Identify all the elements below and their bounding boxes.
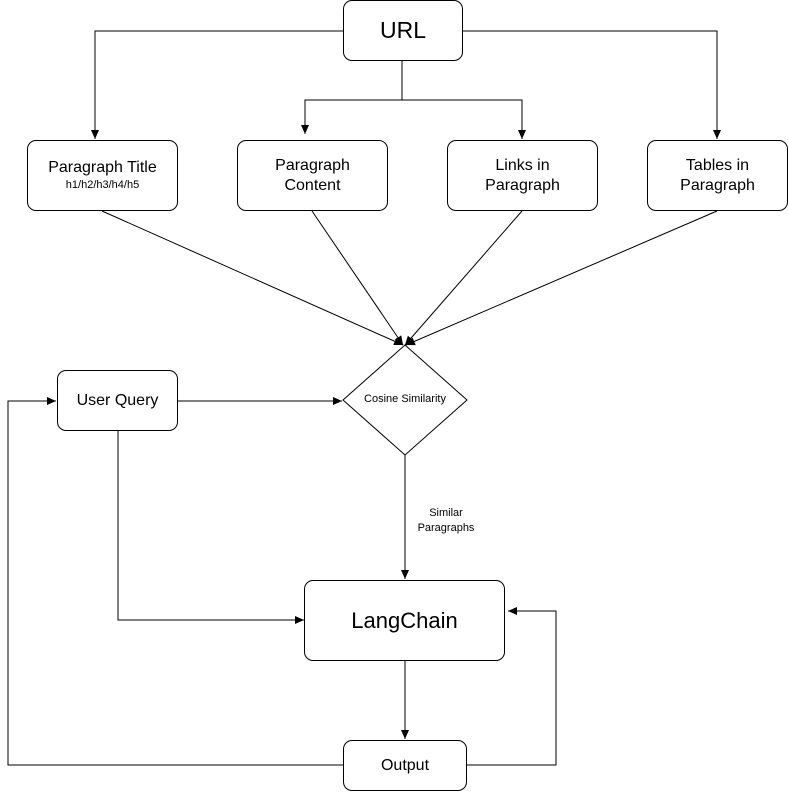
edge-url-to-title <box>91 30 343 139</box>
edge-url-to-content <box>301 60 403 134</box>
edge-output-to-langchain <box>466 607 557 766</box>
url-node: URL <box>343 0 463 61</box>
edge-content-to-cosine <box>311 210 404 346</box>
langchain-label: LangChain <box>351 607 458 633</box>
edge-title-to-cosine <box>101 210 404 346</box>
paragraph-content-label: Paragraph Content <box>275 156 350 194</box>
edge-links-to-cosine <box>404 210 523 346</box>
output-label: Output <box>380 756 430 774</box>
paragraph-title-subtitle: h1/h2/h3/h4/h5 <box>65 179 140 192</box>
langchain-node: LangChain <box>304 580 505 661</box>
links-in-paragraph-node: Links in Paragraph <box>447 140 598 211</box>
user-query-label: User Query <box>76 391 159 409</box>
tables-in-paragraph-node: Tables in Paragraph <box>647 140 788 211</box>
edge-url-to-links <box>402 99 526 139</box>
user-query-node: User Query <box>57 370 178 431</box>
paragraph-title-label: Paragraph Title <box>48 159 157 177</box>
cosine-diamond <box>342 344 468 456</box>
links-in-paragraph-label: Links in Paragraph <box>485 156 560 194</box>
cosine-similarity-label: Cosine Similarity <box>364 393 446 405</box>
paragraph-content-node: Paragraph Content <box>237 140 388 211</box>
output-node: Output <box>343 740 467 791</box>
edge-url-to-tables <box>462 30 721 139</box>
similar-paragraphs-label: Similar Paragraphs <box>417 507 475 534</box>
url-label: URL <box>379 17 426 44</box>
tables-in-paragraph-label: Tables in Paragraph <box>680 156 755 194</box>
paragraph-title-node: Paragraph Title h1/h2/h3/h4/h5 <box>27 140 178 211</box>
edge-output-to-query <box>7 397 343 766</box>
edge-tables-to-cosine <box>405 210 718 346</box>
edge-query-to-langchain <box>117 430 304 624</box>
